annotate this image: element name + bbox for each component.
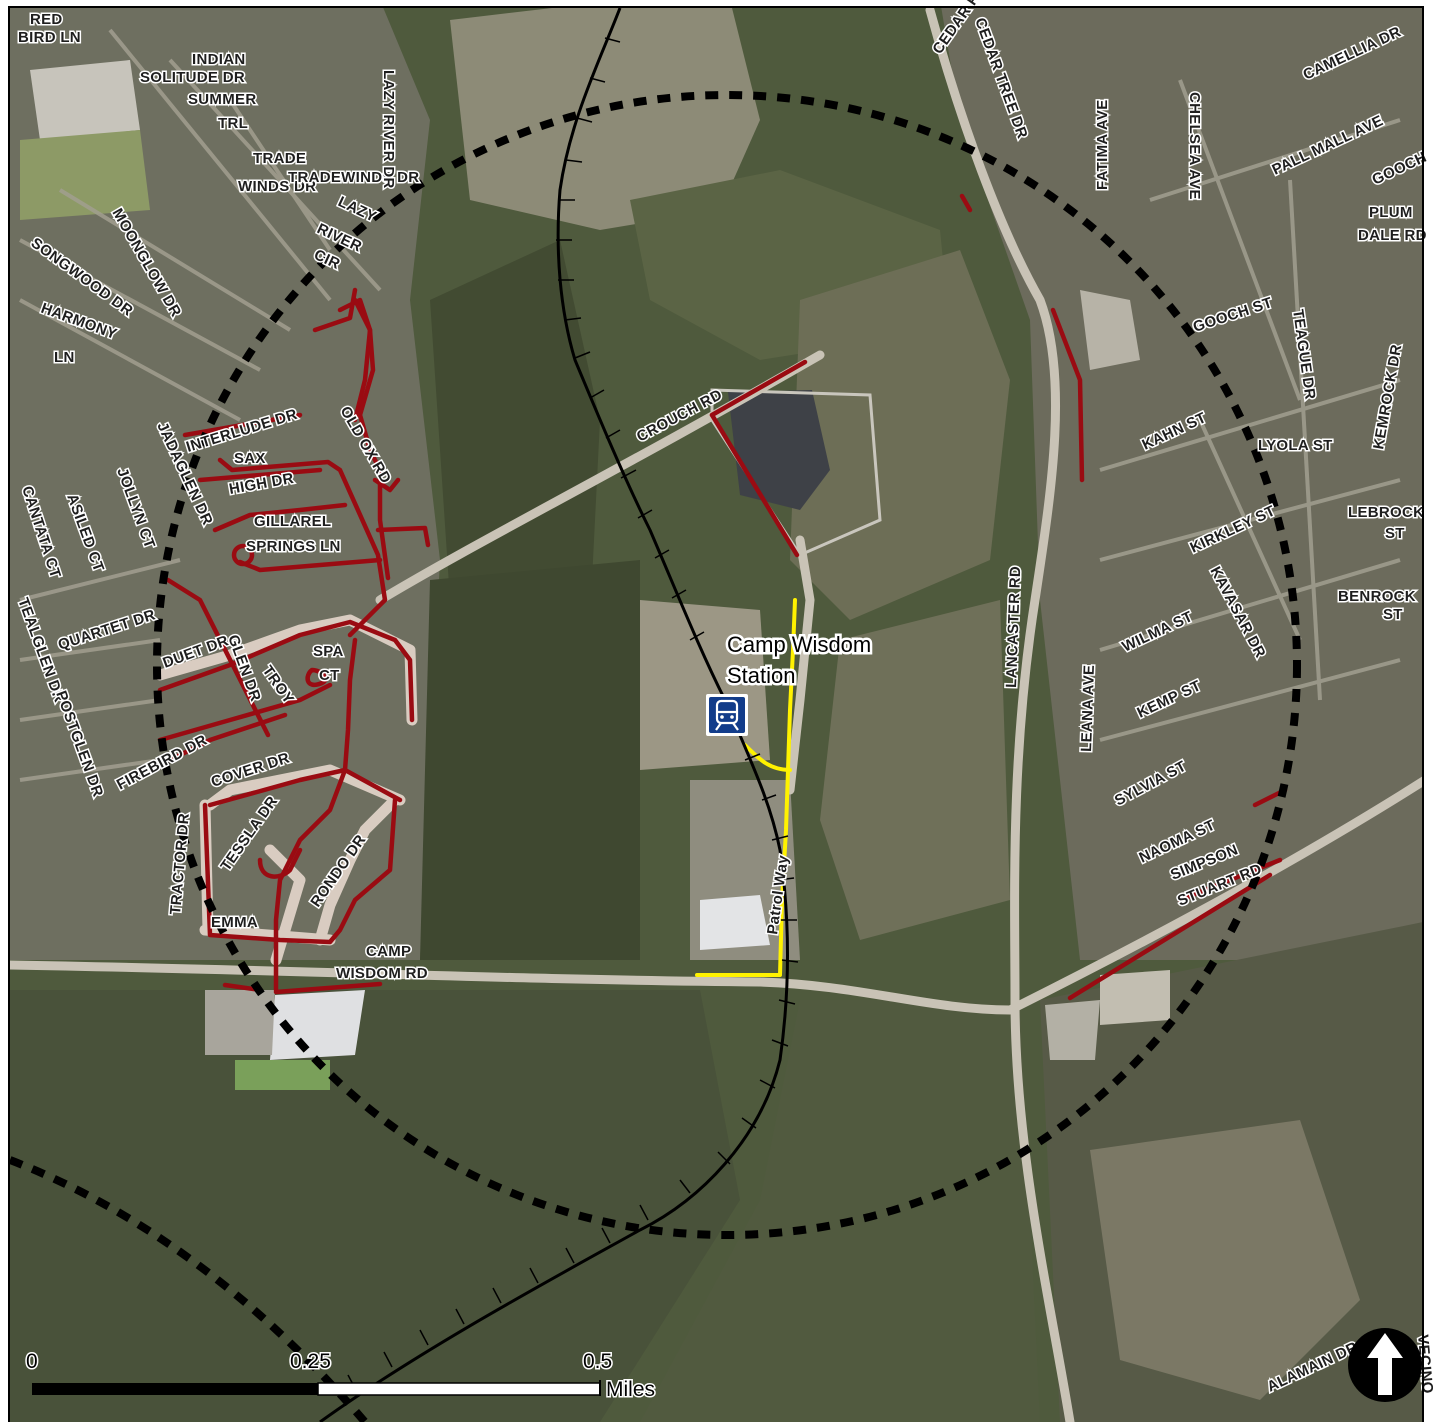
scale-bar: 0 0.25 0.5 Miles <box>25 1349 657 1403</box>
train-light-icon <box>730 715 734 719</box>
north-arrow-icon <box>1348 1328 1422 1402</box>
street-label: ST <box>1383 606 1403 623</box>
street-label: FATIMA AVE <box>1094 100 1111 191</box>
street-label: LANCASTER RD <box>1003 566 1024 688</box>
street-label: SUMMER <box>188 91 256 108</box>
street-label: DALE RD <box>1358 227 1427 244</box>
street-label: TRL <box>218 115 248 132</box>
station-access-route <box>695 598 797 977</box>
street-label: CT <box>319 667 340 684</box>
street-label: GILLAREL <box>254 513 331 530</box>
scale-unit: Miles <box>606 1378 655 1401</box>
scale-tick-025: 0.25 <box>290 1350 331 1373</box>
street-label: SPA <box>313 643 344 660</box>
street-label: TRADE <box>253 150 306 167</box>
street-label: WINDS DR <box>238 178 316 195</box>
light-rail-station-icon <box>709 697 745 733</box>
sidewalk-gaps <box>157 193 1288 1001</box>
street-label: EMMA <box>211 914 258 931</box>
street-label: BIRD LN <box>18 29 81 46</box>
street-label: LEBROCK <box>1348 504 1424 521</box>
street-label: LN <box>54 349 75 366</box>
scale-tick-05: 0.5 <box>583 1350 612 1373</box>
adjacent-buffer-arc <box>10 1156 369 1422</box>
station-name-line2: Station <box>727 663 796 688</box>
street-label: LEANA AVE <box>1078 664 1098 752</box>
train-light-icon <box>720 715 724 719</box>
street-label: LYOLA ST <box>1258 437 1333 454</box>
street-label: CAMP <box>366 943 411 960</box>
scale-bar-filled <box>33 1383 318 1395</box>
train-icon <box>715 699 739 731</box>
street-label: RED <box>30 11 63 28</box>
station-marker[interactable] <box>706 694 748 736</box>
street-label: BENROCK <box>1338 588 1416 605</box>
street-label: WISDOM RD <box>336 965 428 982</box>
street-label: CHELSEA AVE <box>1186 92 1203 200</box>
half-mile-buffer-circle <box>153 91 1301 1239</box>
rail-line <box>319 8 799 1422</box>
street-label: SOLITUDE DR <box>140 69 245 86</box>
street-label: INDIAN <box>192 51 245 68</box>
street-label: PLUM <box>1369 204 1413 221</box>
station-buffer <box>10 91 1301 1422</box>
station-name-line1: Camp Wisdom <box>727 632 871 657</box>
street-label: TRADEWINDS DR <box>288 169 419 186</box>
street-label: SPRINGS LN <box>246 538 341 555</box>
scale-bar-empty <box>317 1382 601 1396</box>
street-label: ST <box>1385 525 1405 542</box>
street-label: SAX <box>234 450 266 467</box>
scale-tick-0: 0 <box>26 1350 38 1373</box>
map-border <box>8 6 1424 1427</box>
street-label: LAZY RIVER DR <box>380 70 397 189</box>
